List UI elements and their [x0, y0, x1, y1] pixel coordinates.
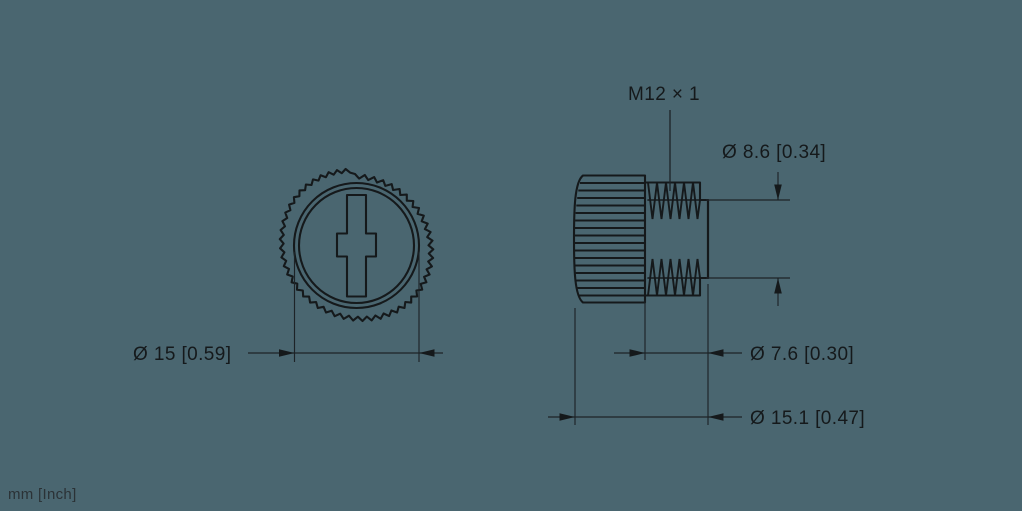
side-view-group: M12 × 1 Ø 8.6 [0.34] Ø 7.6 [0.30] [548, 84, 865, 429]
dim76-label: Ø 7.6 [0.30] [750, 344, 854, 365]
cross-slot-recess [335, 193, 378, 298]
dim86-label: Ø 8.6 [0.34] [722, 142, 826, 163]
cap-body-outline [572, 174, 647, 304]
thread-profile-lower [647, 258, 701, 296]
dim151-label: Ø 15.1 [0.47] [750, 408, 865, 429]
dim151-arrow-left [559, 413, 575, 421]
thread-callout-label: M12 × 1 [628, 84, 700, 105]
dim86-arrow-top [774, 184, 782, 200]
dim76-arrow-right [708, 349, 724, 357]
front-view-group: Ø 15 [0.59] [133, 167, 443, 365]
front-dim-label: Ø 15 [0.59] [133, 344, 231, 365]
front-dim-arrow-right [419, 349, 435, 357]
front-dim-arrow-left [279, 349, 295, 357]
dim86-arrow-bottom [774, 278, 782, 294]
thread-profile-upper [647, 182, 701, 220]
units-note: mm [Inch] [8, 486, 77, 503]
dim151-arrow-right [708, 413, 724, 421]
cap-knurl-ribs [574, 182, 645, 297]
knurl-serration-ring [278, 167, 435, 323]
cap-inner-circle [297, 186, 416, 305]
cap-outer-circle [292, 181, 421, 310]
dim76-arrow-left [629, 349, 645, 357]
